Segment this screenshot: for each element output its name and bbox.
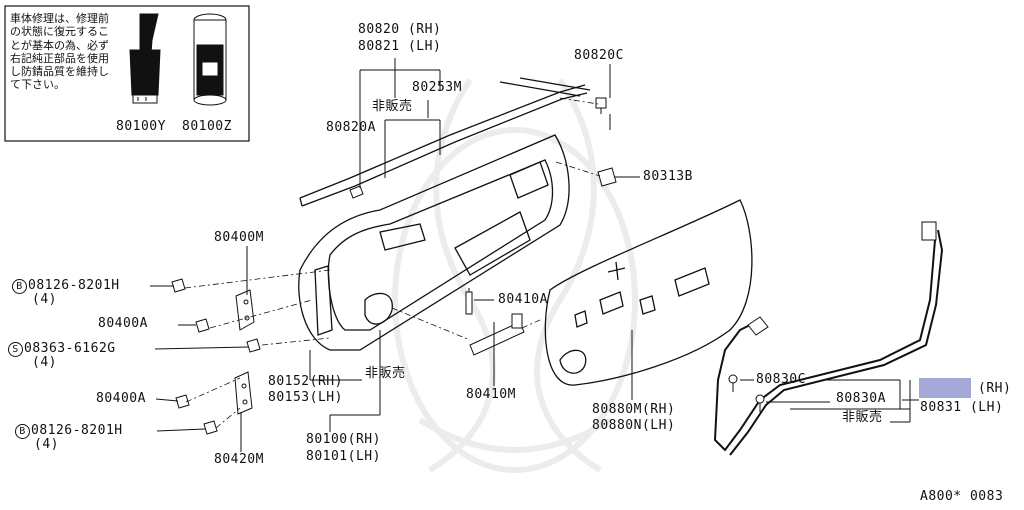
not-sold-label-mid: 非販売	[365, 366, 406, 381]
diagram-code: A800* 0083	[920, 489, 1004, 504]
part-label-80820c: 80820C	[574, 48, 624, 63]
part-label-80420m: 80420M	[214, 452, 264, 467]
bolt-symbol-icon-lower: B	[15, 424, 30, 439]
pad-80313b	[597, 167, 617, 187]
not-sold-label-right: 非販売	[842, 410, 883, 425]
part-label-80100z: 80100Z	[182, 119, 232, 134]
part-label-80410m: 80410M	[466, 387, 516, 402]
part-label-80400m: 80400M	[214, 230, 264, 245]
bolt-code-lower: 08126-8201H	[31, 423, 123, 438]
alignment-lines	[184, 97, 601, 429]
part-label-80100-rh: 80100(RH)	[306, 432, 381, 447]
part-label-80153-lh: 80153(LH)	[268, 390, 343, 405]
highlight-80831	[919, 378, 971, 398]
part-label-80880m-rh: 80880M(RH)	[592, 402, 676, 417]
notice-text: 車体修理は、修理前の状態に復元することが基本の為、必ず右記純正部品を使用し防錆品…	[10, 12, 109, 92]
screw-symbol-icon: S	[8, 342, 23, 357]
clip-80830c	[728, 374, 738, 392]
bolt-qty-upper: (4)	[32, 292, 57, 307]
bolt-qty-lower: (4)	[34, 437, 59, 452]
screw-code: 08363-6162G	[24, 341, 116, 356]
part-label-80410a: 80410A	[498, 292, 548, 307]
clip-80830a	[755, 394, 765, 412]
lower-hinge-80420m	[234, 371, 253, 415]
door-weatherstrip-80820	[299, 77, 591, 207]
part-label-80830a: 80830A	[836, 391, 886, 406]
clip-80820c	[595, 97, 607, 114]
bolt-icons	[171, 278, 261, 435]
door-trim-panel-80880m	[544, 199, 753, 386]
door-check-80410m	[465, 288, 525, 356]
part-label-80830c: 80830C	[756, 372, 806, 387]
part-label-80820-rh: 80820 (RH)	[358, 22, 442, 37]
part-label-80313b: 80313B	[643, 169, 693, 184]
part-label-80253m: 80253M	[412, 80, 462, 95]
door-seal-80830	[713, 221, 944, 456]
rh-suffix-label: (RH)	[978, 381, 1012, 396]
not-sold-label-top: 非販売	[372, 99, 413, 114]
part-label-80820a: 80820A	[326, 120, 376, 135]
part-label-80880n-lh: 80880N(LH)	[592, 418, 676, 433]
part-label-80152-rh: 80152(RH)	[268, 374, 343, 389]
part-label-80821-lh: 80821 (LH)	[358, 39, 442, 54]
part-label-80400a-lower: 80400A	[96, 391, 146, 406]
screw-qty: (4)	[32, 355, 57, 370]
door-shell-80100	[298, 134, 570, 351]
upper-hinge-80400m	[235, 289, 255, 331]
part-label-80400a-upper: 80400A	[98, 316, 148, 331]
bolt-code-upper: 08126-8201H	[28, 278, 120, 293]
spray-can-icon	[193, 13, 227, 106]
leader-lines	[150, 58, 919, 452]
part-label-80831-lh: 80831 (LH)	[920, 400, 1004, 415]
sealant-tube-icon	[129, 13, 161, 104]
clip-80820a	[349, 185, 364, 199]
notice-box	[4, 5, 250, 142]
bolt-symbol-icon: B	[12, 279, 27, 294]
part-label-80101-lh: 80101(LH)	[306, 449, 381, 464]
part-label-80100y: 80100Y	[116, 119, 166, 134]
